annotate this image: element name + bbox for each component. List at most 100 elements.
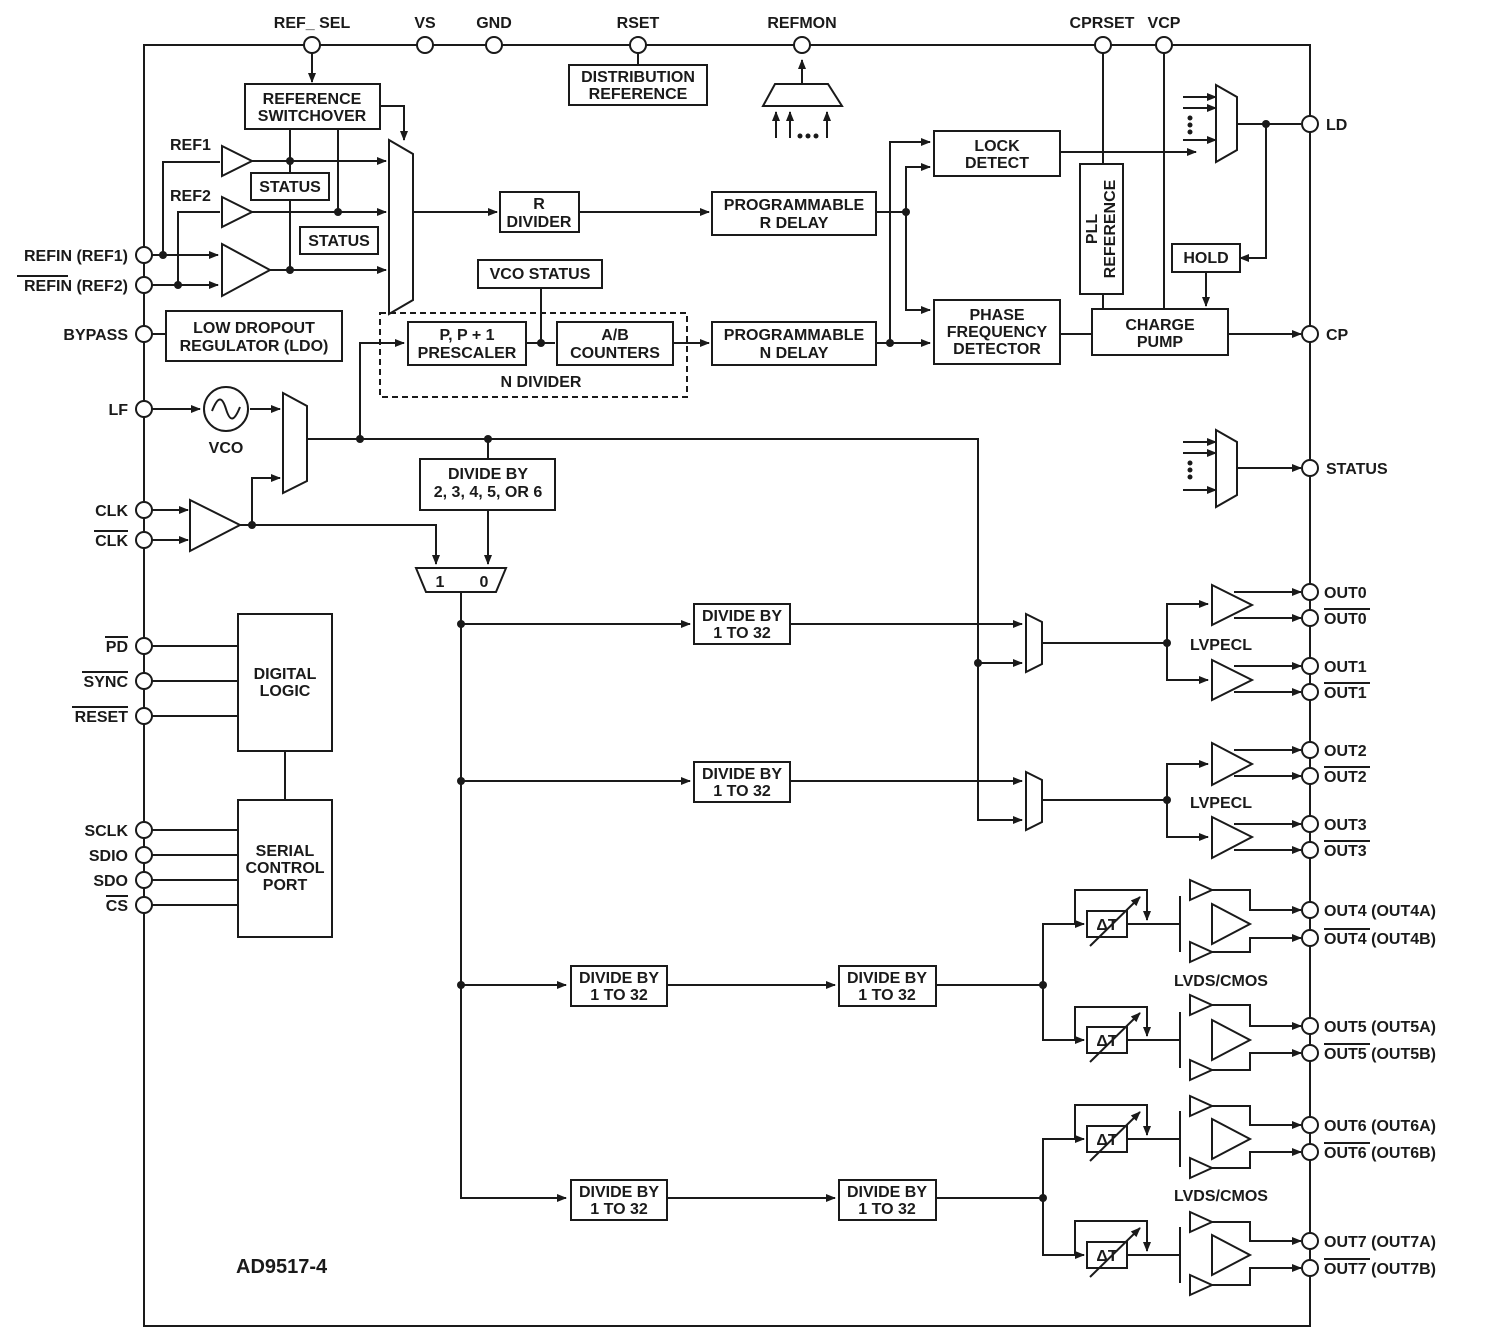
svg-text:VCO: VCO: [209, 440, 244, 457]
svg-text:PUMP: PUMP: [1137, 334, 1184, 351]
pin-sdo: SDO: [93, 873, 128, 890]
divide-by-32-block-2b: DIVIDE BY 1 TO 32: [838, 965, 937, 1007]
pin-rset: RSET: [617, 15, 660, 32]
svg-text:N DELAY: N DELAY: [760, 345, 829, 362]
svg-text:REGULATOR (LDO): REGULATOR (LDO): [180, 338, 329, 355]
svg-text:LOCK: LOCK: [974, 138, 1020, 155]
n-divider-group: N DIVIDER: [379, 312, 688, 398]
ldo-block: LOW DROPOUT REGULATOR (LDO): [165, 310, 343, 362]
charge-pump-block: CHARGE PUMP: [1091, 308, 1229, 356]
svg-text:REFERENCE: REFERENCE: [589, 86, 688, 103]
svg-text:R: R: [533, 196, 545, 213]
ellipsis-marks: [797, 115, 1193, 480]
junction-dots: [159, 120, 1270, 1202]
svg-text:1 TO 32: 1 TO 32: [590, 1201, 648, 1218]
lvds-cmos-label-1: LVDS/CMOS: [1174, 973, 1268, 990]
pin-pd: PD: [106, 639, 128, 656]
svg-text:STATUS: STATUS: [259, 179, 321, 196]
pin-vcp: VCP: [1148, 15, 1181, 32]
svg-text:DETECTOR: DETECTOR: [953, 341, 1041, 358]
svg-text:DIGITAL: DIGITAL: [254, 666, 317, 683]
svg-text:REFERENCE: REFERENCE: [1102, 179, 1119, 278]
svg-text:PORT: PORT: [263, 877, 308, 894]
distribution-reference-block: DISTRIBUTION REFERENCE: [568, 64, 708, 106]
svg-text:1 TO 32: 1 TO 32: [713, 783, 771, 800]
top-pins: REF_ SEL VS GND RSET REFMON CPRSET VCP: [274, 15, 1181, 65]
svg-text:1 TO 32: 1 TO 32: [858, 987, 916, 1004]
svg-text:ΔT: ΔT: [1096, 1248, 1118, 1265]
programmable-r-delay-block: PROGRAMMABLE R DELAY: [711, 191, 877, 236]
pin-reset: RESET: [75, 709, 129, 726]
pin-out4a: OUT4 (OUT4A): [1324, 903, 1436, 920]
svg-text:REFERENCE: REFERENCE: [263, 91, 362, 108]
muxes: 1 0: [282, 83, 1238, 832]
pin-out3-n: OUT3: [1324, 843, 1367, 860]
pin-out6a: OUT6 (OUT6A): [1324, 1118, 1436, 1135]
svg-text:CONTROL: CONTROL: [245, 860, 324, 877]
pin-gnd: GND: [476, 15, 512, 32]
lvpecl-label-1: LVPECL: [1190, 637, 1252, 654]
pin-refmon: REFMON: [767, 15, 836, 32]
pin-cs: CS: [106, 898, 129, 915]
svg-text:DIVIDE BY: DIVIDE BY: [579, 970, 659, 987]
svg-text:DIVIDE BY: DIVIDE BY: [702, 608, 782, 625]
svg-text:R DELAY: R DELAY: [760, 215, 829, 232]
svg-text:DIVIDE BY: DIVIDE BY: [448, 466, 528, 483]
vco-symbol: VCO: [203, 386, 249, 457]
delta-t-blocks: ΔT ΔT ΔT ΔT: [1086, 896, 1141, 1278]
svg-text:DIVIDE BY: DIVIDE BY: [847, 970, 927, 987]
serial-control-port-block: SERIAL CONTROL PORT: [237, 799, 333, 938]
buffers: [189, 144, 1255, 1297]
svg-text:0: 0: [480, 574, 489, 591]
svg-text:DIVIDE BY: DIVIDE BY: [702, 766, 782, 783]
pin-out5a: OUT5 (OUT5A): [1324, 1019, 1436, 1036]
lock-detect-block: LOCK DETECT: [933, 130, 1061, 177]
svg-text:FREQUENCY: FREQUENCY: [947, 324, 1048, 341]
hold-block: HOLD: [1171, 243, 1241, 273]
pin-out7b: OUT7 (OUT7B): [1324, 1261, 1436, 1278]
pin-refin-ref1: REFIN (REF1): [24, 248, 128, 265]
pin-vs: VS: [414, 15, 436, 32]
r-divider-block: R DIVIDER: [499, 191, 580, 233]
lvds-cmos-label-2: LVDS/CMOS: [1174, 1188, 1268, 1205]
svg-text:PROGRAMMABLE: PROGRAMMABLE: [724, 327, 865, 344]
ab-counters-block: A/B COUNTERS: [556, 321, 674, 366]
svg-text:DIVIDE BY: DIVIDE BY: [579, 1184, 659, 1201]
pin-out1: OUT1: [1324, 659, 1367, 676]
pin-out0: OUT0: [1324, 585, 1367, 602]
pin-out5b: OUT5 (OUT5B): [1324, 1046, 1436, 1063]
svg-text:SWITCHOVER: SWITCHOVER: [258, 108, 367, 125]
chip-name: AD9517-4: [236, 1256, 328, 1278]
pin-out3: OUT3: [1324, 817, 1367, 834]
pin-sdio: SDIO: [89, 848, 128, 865]
programmable-n-delay-block: PROGRAMMABLE N DELAY: [711, 321, 877, 366]
pin-out7a: OUT7 (OUT7A): [1324, 1234, 1436, 1251]
svg-text:PHASE: PHASE: [969, 307, 1024, 324]
svg-text:DETECT: DETECT: [965, 155, 1029, 172]
svg-text:PRESCALER: PRESCALER: [418, 345, 517, 362]
svg-text:HOLD: HOLD: [1183, 250, 1228, 267]
svg-text:ΔT: ΔT: [1096, 1033, 1118, 1050]
svg-text:LOGIC: LOGIC: [260, 683, 311, 700]
pin-out6b: OUT6 (OUT6B): [1324, 1145, 1436, 1162]
svg-text:LOW DROPOUT: LOW DROPOUT: [193, 320, 315, 337]
status-block-1: STATUS: [250, 172, 330, 201]
pin-clk: CLK: [95, 503, 128, 520]
pin-clk-n: CLK: [95, 533, 128, 550]
divide-by-2-6-block: DIVIDE BY 2, 3, 4, 5, OR 6: [419, 458, 556, 511]
svg-text:1: 1: [436, 574, 445, 591]
reference-switchover-block: REFERENCE SWITCHOVER: [244, 83, 381, 130]
svg-text:COUNTERS: COUNTERS: [570, 345, 660, 362]
svg-text:VCO STATUS: VCO STATUS: [490, 266, 591, 283]
svg-text:PROGRAMMABLE: PROGRAMMABLE: [724, 197, 865, 214]
pin-lf: LF: [108, 402, 128, 419]
svg-text:DIVIDE BY: DIVIDE BY: [847, 1184, 927, 1201]
ref2-label: REF2: [170, 188, 211, 205]
pin-sync: SYNC: [84, 674, 129, 691]
divide-by-32-block-3a: DIVIDE BY 1 TO 32: [570, 1179, 668, 1221]
svg-text:STATUS: STATUS: [308, 233, 370, 250]
svg-text:A/B: A/B: [601, 327, 629, 344]
svg-text:1 TO 32: 1 TO 32: [713, 625, 771, 642]
phase-frequency-detector-block: PHASE FREQUENCY DETECTOR: [933, 299, 1061, 365]
